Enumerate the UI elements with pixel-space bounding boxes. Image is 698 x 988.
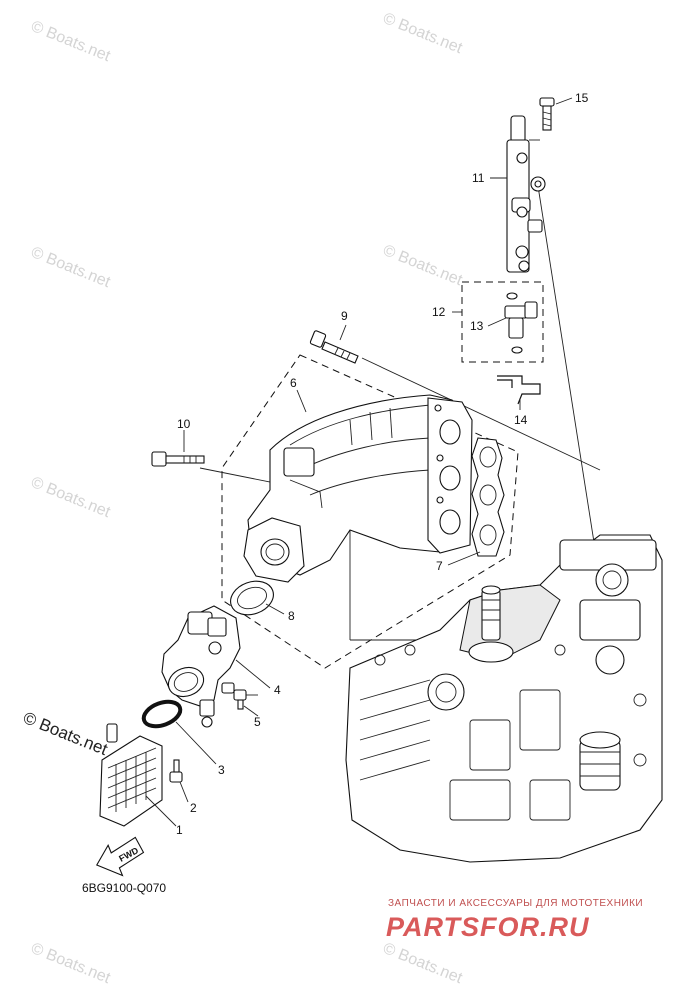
callout-1: 1 — [176, 823, 183, 837]
manifold-group-outline — [221, 354, 519, 669]
bolt-part-2 — [169, 759, 183, 783]
promo-tagline: ЗАПЧАСТИ И АКСЕССУАРЫ ДЛЯ МОТОТЕХНИКИ — [388, 898, 643, 909]
injector-group-outline — [461, 281, 544, 363]
watermark-text: © Boats.net — [381, 10, 466, 57]
watermark-text: © Boats.net — [381, 242, 466, 289]
watermark-text-large: © Boats.net — [21, 708, 111, 759]
engine-block — [345, 534, 663, 863]
callout-12: 12 — [432, 305, 446, 319]
callout-leaders — [145, 97, 573, 827]
fwd-arrow-icon: FWD — [95, 836, 145, 877]
watermark-text: © Boats.net — [29, 244, 114, 291]
callout-7: 7 — [436, 559, 443, 573]
callout-4: 4 — [274, 683, 281, 697]
intake-silencer-part-1 — [99, 723, 163, 827]
watermark-text: © Boats.net — [29, 18, 114, 65]
bolt-part-10 — [151, 451, 205, 467]
callout-9: 9 — [341, 309, 348, 323]
promo-brand-logo: PARTSFOR.RU — [386, 912, 590, 942]
watermark-text: © Boats.net — [29, 940, 114, 987]
fuel-rail-part-11 — [506, 115, 546, 273]
screw-part-5 — [233, 689, 258, 710]
throttle-body-part-4 — [161, 605, 241, 728]
o-ring-part-3 — [141, 699, 183, 729]
reference-lines — [199, 185, 601, 641]
manifold-gasket-part-7 — [471, 437, 505, 557]
watermark-text: © Boats.net — [29, 474, 114, 521]
intake-manifold-part-6 — [243, 394, 473, 583]
callout-2: 2 — [190, 801, 197, 815]
callout-5: 5 — [254, 715, 261, 729]
watermark-text: © Boats.net — [381, 940, 466, 987]
bolt-part-9 — [309, 330, 359, 364]
bolt-part-15 — [539, 97, 555, 131]
diagram-code: 6BG9100-Q070 — [82, 881, 166, 895]
callout-6: 6 — [290, 376, 297, 390]
throttle-gasket-part-8 — [230, 580, 274, 616]
callout-14: 14 — [514, 413, 528, 427]
callout-labels: 15 11 12 13 14 9 10 6 7 8 4 5 3 2 1 — [176, 91, 589, 837]
callout-13: 13 — [470, 319, 484, 333]
callout-8: 8 — [288, 609, 295, 623]
callout-11: 11 — [472, 171, 485, 185]
injector-part-13 — [504, 292, 538, 354]
callout-10: 10 — [177, 417, 191, 431]
callout-15: 15 — [575, 91, 589, 105]
callout-3: 3 — [218, 763, 225, 777]
clip-part-14 — [497, 375, 541, 405]
